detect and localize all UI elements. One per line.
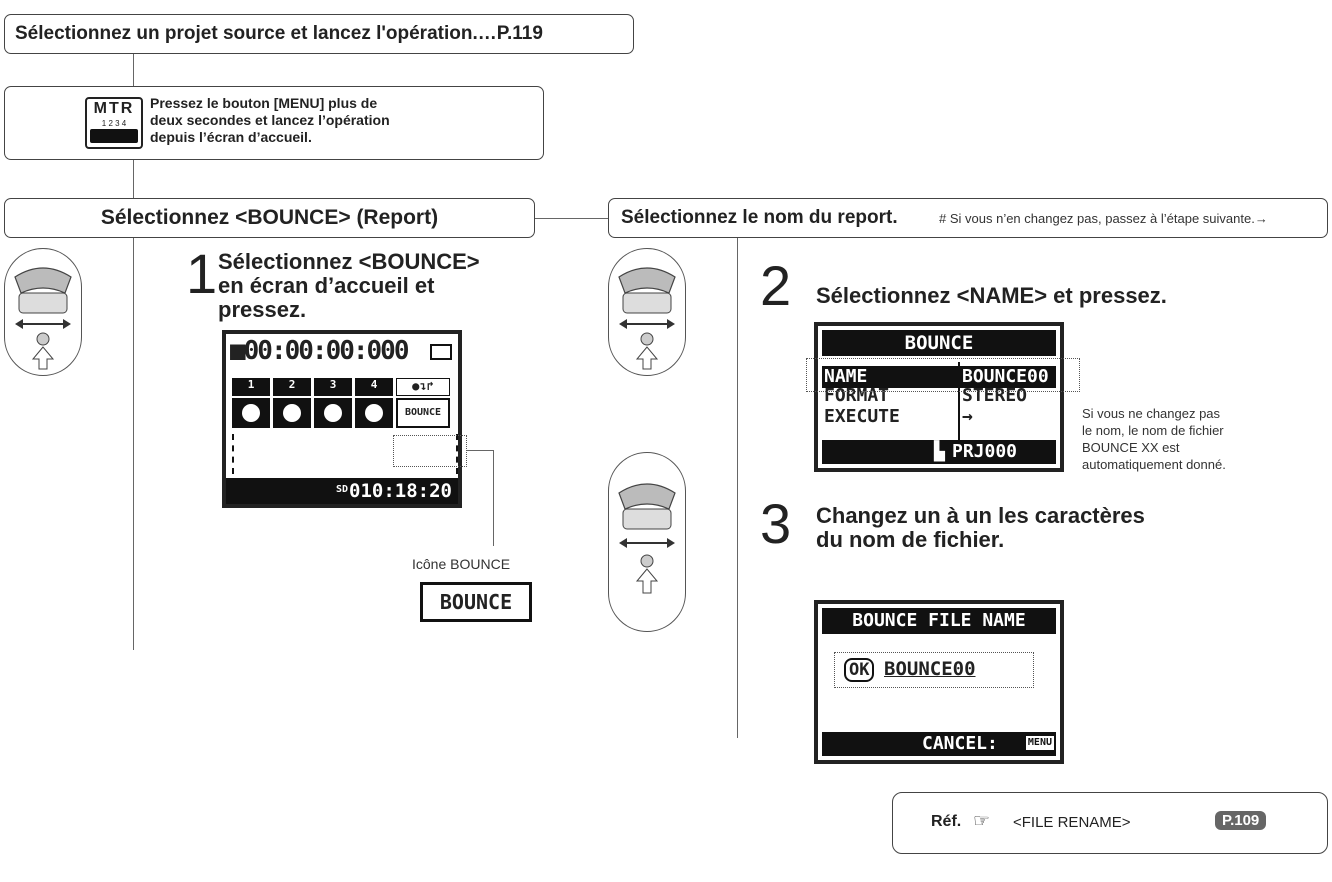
meter-area — [232, 434, 458, 474]
step3-text: Changez un à un les caractères du nom de… — [816, 503, 1145, 552]
flow-line-across — [535, 218, 608, 219]
step2-number: 2 — [760, 254, 792, 317]
bounce-icon-caption: Icône BOUNCE — [412, 556, 511, 572]
step3-lcd-screen: BOUNCE FILE NAME OK BOUNCE00 CANCEL: MEN… — [814, 600, 1064, 764]
step1-text: Sélectionnez <BOUNCE> en écran d’accueil… — [218, 249, 480, 322]
ref-target: <FILE RENAME> — [1013, 814, 1131, 831]
knob-icon — [273, 398, 311, 428]
flow-line-right-col — [737, 238, 738, 738]
track-label: 3 — [314, 378, 352, 396]
section-left-title: Sélectionnez <BOUNCE> (Report) — [100, 206, 439, 229]
bounce-highlight — [393, 435, 467, 467]
remaining-time: 010:18:20 — [349, 480, 452, 502]
knob-icon — [232, 398, 270, 428]
menu-key-icon: MENU — [1025, 736, 1054, 750]
step3-lcd-footer: CANCEL: MENU — [822, 732, 1056, 756]
mtr-instruction-box: MTR 1 2 3 4 Pressez le bouton [MENU] plu… — [4, 86, 544, 160]
track-row: 1 2 3 4 ●↴↱ — [232, 378, 454, 396]
sd-icon: SD — [336, 484, 349, 495]
step2-note: Si vous ne changez pas le nom, le nom de… — [1082, 406, 1226, 472]
dial-icon-step2 — [608, 248, 686, 376]
lcd-row-name: NAME BOUNCE00 — [822, 366, 1056, 388]
dial-icon-step1 — [4, 248, 82, 376]
mtr-instruction-text: Pressez le bouton [MENU] plus de deux se… — [150, 95, 390, 145]
section-right-header: Sélectionnez le nom du report. # Si vous… — [608, 198, 1328, 238]
source-project-text: Sélectionnez un projet source et lancez … — [15, 23, 543, 44]
step1-lcd-footer: SD 010:18:20 — [226, 478, 458, 504]
mtr-badge-numbers: 1 2 3 4 — [101, 119, 127, 128]
section-right-note: # Si vous n’en changez pas, passez à l’é… — [939, 211, 1268, 226]
pointing-hand-icon: ☞ — [973, 811, 991, 832]
step3-number: 3 — [760, 492, 792, 555]
lcd-row-execute: EXECUTE → — [824, 406, 973, 427]
ok-icon: OK — [844, 658, 875, 682]
track-label: 1 — [232, 378, 270, 396]
flow-line-left-col — [133, 238, 134, 650]
ref-label: Réf. — [931, 813, 962, 830]
mtr-badge-title: MTR — [93, 100, 135, 117]
callout-line-down — [493, 450, 494, 546]
bounce-icon: BOUNCE — [420, 582, 532, 622]
step1-lcd-counter: ■00:00:00:000 — [230, 336, 409, 366]
section-right-title: Sélectionnez le nom du report. — [621, 207, 898, 228]
callout-line — [467, 450, 493, 451]
knob-row: BOUNCE — [232, 398, 450, 428]
dial-graphic — [14, 267, 72, 370]
track-label: 2 — [273, 378, 311, 396]
step1-lcd-screen: ■00:00:00:000 1 2 3 4 ●↴↱ BOUNCE SD 010:… — [222, 330, 462, 508]
folder-icon: ▙ — [934, 441, 945, 462]
step2-lcd-screen: BOUNCE NAME BOUNCE00 FORMAT STEREO EXECU… — [814, 322, 1064, 472]
step1-number: 1 — [186, 242, 218, 305]
reference-box: Réf. ☞ <FILE RENAME> P.109 — [892, 792, 1328, 854]
lcd-row-format: FORMAT STEREO — [824, 386, 1028, 406]
name-row-highlight — [806, 358, 1080, 392]
step2-divider — [958, 362, 960, 444]
file-name-value: BOUNCE00 — [884, 658, 976, 680]
knob-icon — [314, 398, 352, 428]
name-edit-box — [834, 652, 1034, 688]
step3-lcd-header: BOUNCE FILE NAME — [822, 608, 1056, 634]
mtr-badge-knobs — [90, 129, 138, 143]
step2-lcd-header: BOUNCE — [822, 330, 1056, 356]
track-label: 4 — [355, 378, 393, 396]
step2-title: Sélectionnez <NAME> et pressez. — [816, 283, 1167, 308]
step2-lcd-footer: ▙ PRJ000 — [822, 440, 1056, 464]
flow-line-top — [133, 54, 134, 86]
source-project-box: Sélectionnez un projet source et lancez … — [4, 14, 634, 54]
flow-line-mid — [133, 160, 134, 198]
ref-page-badge[interactable]: P.109 — [1215, 811, 1267, 830]
mode-icon: ●↴↱ — [396, 378, 450, 396]
knob-icon — [355, 398, 393, 428]
dial-icon-step3 — [608, 452, 686, 632]
battery-icon — [430, 344, 452, 360]
bounce-icon-small: BOUNCE — [396, 398, 450, 428]
section-left-header: Sélectionnez <BOUNCE> (Report) — [4, 198, 535, 238]
cancel-label: CANCEL: — [922, 733, 998, 754]
mtr-badge-icon: MTR 1 2 3 4 — [85, 97, 143, 149]
